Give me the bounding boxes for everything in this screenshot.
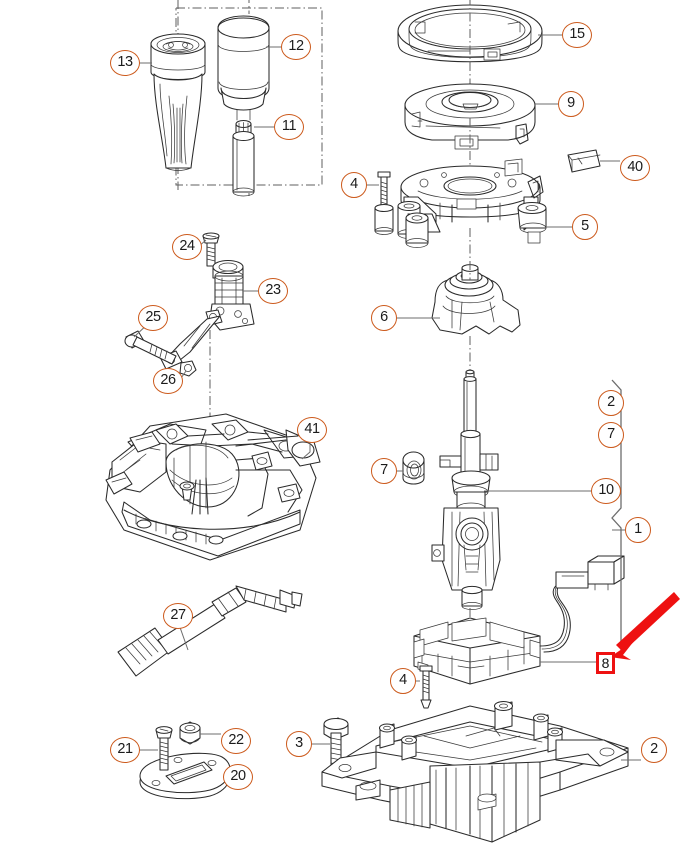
part-7-bushing xyxy=(402,451,425,485)
callout-21-mount-fasteners[interactable]: 21 xyxy=(110,737,140,763)
callout-13-shift-knob-assembly[interactable]: 13 xyxy=(110,50,140,76)
part-6-boot-seal xyxy=(431,264,521,335)
part-13-shift-knob xyxy=(150,33,206,171)
part-8-selector-module xyxy=(413,555,625,685)
callout-20-mount-plate[interactable]: 20 xyxy=(223,764,253,790)
callout-9-cover-plate[interactable]: 9 xyxy=(558,91,584,117)
callout-4-fastener[interactable]: 4 xyxy=(341,172,367,198)
callout-5-support-frame[interactable]: 5 xyxy=(572,214,598,240)
callout-25-linkage-bolt[interactable]: 25 xyxy=(138,305,168,331)
callout-1-bracket-assembly[interactable]: 1 xyxy=(625,517,651,543)
part-4-screw-top xyxy=(374,171,394,235)
callout-40-clip[interactable]: 40 xyxy=(620,155,650,181)
part-4-screw-bottom xyxy=(419,665,433,709)
callout-11-shift-knob-assembly[interactable]: 11 xyxy=(274,114,304,140)
part-9-cover-plate xyxy=(404,83,536,150)
callout-27-cable[interactable]: 27 xyxy=(163,603,193,629)
leader-lines xyxy=(133,34,641,778)
callout-2-gearbox-bracket[interactable]: 2 xyxy=(641,737,667,763)
callout-10-shift-lever[interactable]: 10 xyxy=(591,478,621,504)
part-24-screw xyxy=(202,232,220,267)
callout-4-fastener[interactable]: 4 xyxy=(390,668,416,694)
part-41-transmission-housing xyxy=(105,413,321,561)
part-25-clamp-bolt xyxy=(124,330,177,365)
callout-22-mount-fasteners[interactable]: 22 xyxy=(221,728,251,754)
callout-2-bracket-assembly[interactable]: 2 xyxy=(598,390,624,416)
part-20-mounting-plate xyxy=(139,752,231,800)
part-26-lock-nut xyxy=(179,360,197,377)
callout-6-boot-seal[interactable]: 6 xyxy=(371,305,397,331)
part-21-screw xyxy=(155,726,173,771)
part-22-flange-nut xyxy=(179,721,201,745)
callout-23-linkage[interactable]: 23 xyxy=(258,278,288,304)
callout-41-transmission-housing[interactable]: 41 xyxy=(297,417,327,443)
part-40-retaining-clip xyxy=(567,149,601,173)
callout-12-shift-knob-assembly[interactable]: 12 xyxy=(281,34,311,60)
part-11-shaft-sleeve xyxy=(232,119,255,197)
callout-3-fastener[interactable]: 3 xyxy=(286,731,312,757)
part-23-selector-lever xyxy=(159,259,255,370)
callout-26-linkage-nut[interactable]: 26 xyxy=(153,368,183,394)
callout-7-bracket-assembly[interactable]: 7 xyxy=(598,422,624,448)
red-highlight-arrow xyxy=(610,592,680,660)
bracket-1-assembly xyxy=(611,379,622,650)
callout-7-bushing[interactable]: 7 xyxy=(371,458,397,484)
callout-24-linkage[interactable]: 24 xyxy=(172,234,202,260)
part-2-gearbox-bracket xyxy=(321,700,629,843)
part-27-shift-cable xyxy=(117,585,303,677)
part-10-shift-lever xyxy=(431,369,501,610)
part-12-knob-grip xyxy=(217,15,270,121)
callout-8-highlighted[interactable]: 8 xyxy=(596,652,615,674)
part-5-support-frame xyxy=(397,158,547,248)
callout-15-trim-ring[interactable]: 15 xyxy=(562,22,592,48)
